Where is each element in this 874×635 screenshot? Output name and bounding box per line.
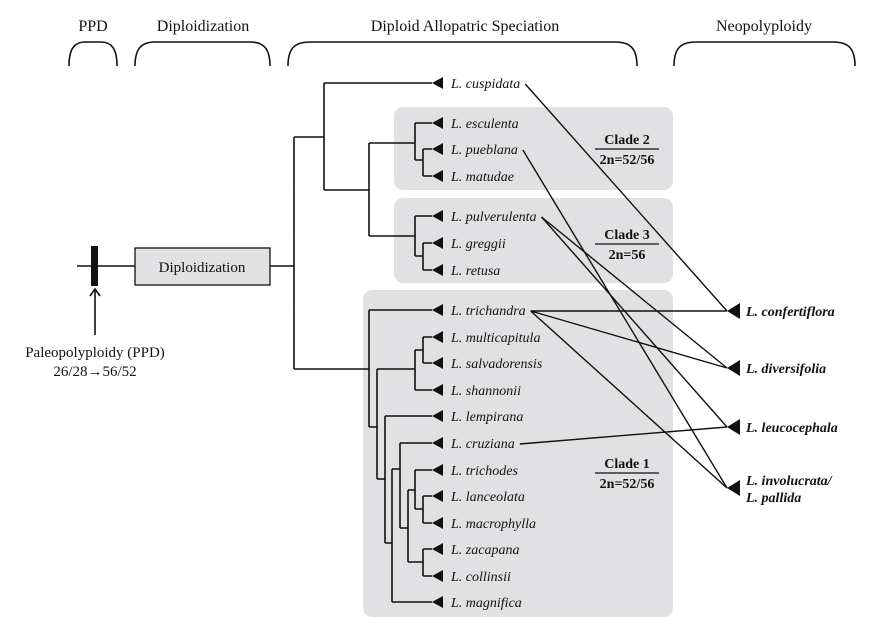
- taxon-label: L. lanceolata: [450, 490, 525, 505]
- phylogeny-branches: [270, 82, 432, 603]
- header-brackets: [68, 41, 856, 67]
- tip-triangle-icon: [432, 437, 443, 449]
- tip-triangle-icon: [432, 210, 443, 222]
- tip-triangle-icon: [432, 464, 443, 476]
- clade-1-name: Clade 1: [604, 457, 650, 472]
- taxon-label: L. cuspidata: [450, 77, 520, 92]
- taxon-label: L. pueblana: [450, 143, 518, 158]
- taxon-label: L. esculenta: [450, 117, 519, 132]
- clade-3-count: 2n=56: [609, 248, 646, 263]
- reticulation-line: [541, 216, 728, 369]
- taxon-label: L. pulverulenta: [450, 210, 537, 225]
- polyploid-triangle-icon: [727, 360, 740, 376]
- tip-triangle-icon: [432, 117, 443, 129]
- tip-triangle-icon: [432, 410, 443, 422]
- taxon-label: L. salvadorensis: [450, 357, 543, 372]
- clade-2-name: Clade 2: [604, 133, 650, 148]
- tip-triangle-icon: [432, 570, 443, 582]
- tip-triangle-icon: [432, 596, 443, 608]
- taxon-label: L. trichandra: [450, 304, 526, 319]
- reticulation-line: [530, 310, 728, 369]
- reticulation-line: [530, 310, 728, 489]
- reticulation-links: [519, 83, 728, 489]
- paleo-label: Paleopolyploidy (PPD): [25, 345, 165, 361]
- taxon-label: L. matudae: [450, 170, 514, 185]
- diploidization-box-label: Diploidization: [159, 260, 246, 276]
- clade-2-box: [394, 107, 673, 190]
- tip-triangle-icon: [432, 331, 443, 343]
- taxon-label: L. lempirana: [450, 410, 523, 425]
- polyploid-label: L. pallida: [745, 491, 801, 506]
- clade-1-count: 2n=52/56: [600, 477, 655, 492]
- tip-triangle-icon: [432, 170, 443, 182]
- clade-3-name: Clade 3: [604, 228, 650, 243]
- taxa-list: L. cuspidata L. esculenta L. pueblana L. ma…: [432, 77, 543, 611]
- polyploid-list: L. confertiflora L. diversifolia L. leucoc…: [727, 303, 838, 506]
- clade-2-count: 2n=52/56: [600, 153, 655, 168]
- arrow-up-icon: [89, 287, 101, 335]
- taxon-label: L. cruziana: [450, 437, 515, 452]
- polyploid-triangle-icon: [727, 480, 740, 496]
- ppd-bar: [91, 246, 98, 286]
- tip-triangle-icon: [432, 357, 443, 369]
- polyploid-label: L. confertiflora: [745, 305, 835, 320]
- clade-3-box: [394, 198, 673, 283]
- diploidization-box: [134, 247, 271, 286]
- header-diploidization: Diploidization: [157, 18, 249, 35]
- taxon-label: L. shannonii: [450, 384, 521, 399]
- tip-triangle-icon: [432, 264, 443, 276]
- taxon-label: L. retusa: [450, 264, 500, 279]
- tip-triangle-icon: [432, 237, 443, 249]
- polyploid-label: L. leucocephala: [745, 421, 838, 436]
- taxon-label: L. zacapana: [450, 543, 519, 558]
- tip-triangle-icon: [432, 384, 443, 396]
- tip-triangle-icon: [432, 543, 443, 555]
- polyploid-label: L. diversifolia: [745, 362, 826, 377]
- reticulation-line: [541, 216, 728, 428]
- tip-triangle-icon: [432, 77, 443, 89]
- taxon-label: L. collinsii: [450, 570, 511, 585]
- taxon-label: L. trichodes: [450, 464, 518, 479]
- tip-triangle-icon: [432, 490, 443, 502]
- clade-1-box: [363, 290, 673, 617]
- taxon-label: L. greggii: [450, 237, 506, 252]
- reticulation-line: [522, 149, 728, 489]
- taxon-label: L. macrophylla: [450, 517, 536, 532]
- reticulation-line: [524, 83, 728, 312]
- taxon-label: L. multicapitula: [450, 331, 540, 346]
- polyploid-triangle-icon: [727, 303, 740, 319]
- tip-triangle-icon: [432, 517, 443, 529]
- polyploid-triangle-icon: [727, 419, 740, 435]
- polyploid-label: L. involucrata/: [745, 474, 833, 489]
- taxon-label: L. magnifica: [450, 596, 522, 611]
- paleo-ratio: 26/28→56/52: [53, 364, 136, 380]
- header-allopatric: Diploid Allopatric Speciation: [371, 18, 559, 35]
- header-ppd: PPD: [78, 18, 107, 35]
- header-neopolyploidy: Neopolyploidy: [716, 18, 812, 35]
- tip-triangle-icon: [432, 304, 443, 316]
- reticulation-line: [519, 426, 728, 445]
- tip-triangle-icon: [432, 143, 443, 155]
